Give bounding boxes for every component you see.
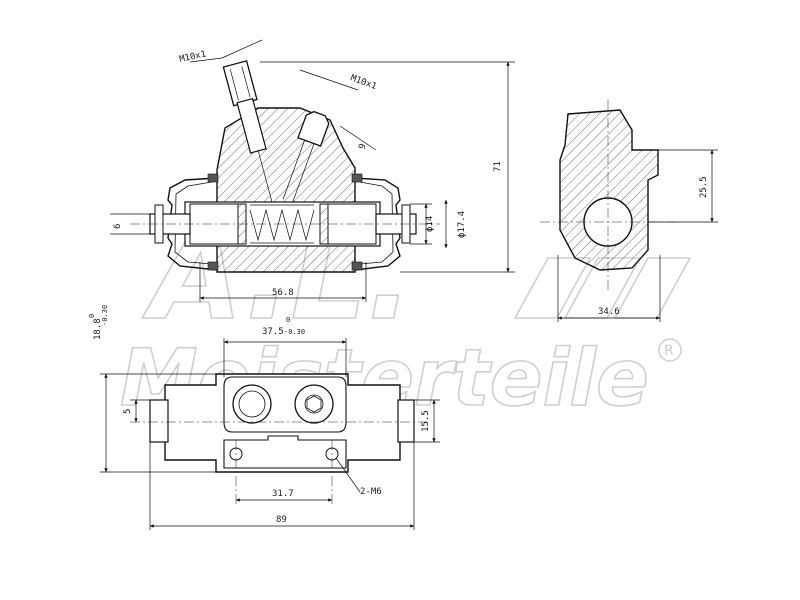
dim-bolt-callout: 2-M6 <box>360 487 382 497</box>
dim-right-height: 15.5 <box>421 410 431 432</box>
dim-bore-14: ϕ14 <box>425 216 435 232</box>
dim-hole-spacing: 31.7 <box>272 489 294 499</box>
dim-flange-height-tol-bottom: -0.30 <box>101 305 109 326</box>
dim-bottom-width: 56.8 <box>272 288 294 298</box>
dim-side-height: 25.5 <box>699 176 709 198</box>
dim-flange-width: 37.5 <box>262 327 284 337</box>
bleed-screw <box>222 60 273 203</box>
dim-thread-outer: M10x1 <box>179 50 208 65</box>
cylinder-body <box>216 107 356 273</box>
dim-thread-inner: M10x1 <box>349 73 378 92</box>
dim-flange-height-tol-top: 0 <box>88 314 96 318</box>
dim-flange-width-tol-top: 0 <box>286 316 290 324</box>
watermark-registered-letter: R <box>664 343 674 359</box>
dim-left-offset: 5 <box>123 409 133 414</box>
side-body <box>559 109 659 271</box>
inlet-port <box>282 110 330 203</box>
side-view: 25.5 34.6 <box>540 100 718 322</box>
dim-angle-small: 9 <box>357 143 368 152</box>
plan-left-stub <box>149 399 169 443</box>
dim-left-stub: 6 <box>113 224 123 229</box>
dim-overall-height: 71 <box>493 161 503 172</box>
dim-side-width: 34.6 <box>598 307 620 317</box>
plan-view: 18.8 0 -0.30 37.5 0 -0.30 5 15.5 31.7 2-… <box>88 305 440 530</box>
return-spring <box>249 208 315 242</box>
dim-bore-17-4: ϕ17.4 <box>457 211 467 238</box>
dim-flange-width-tol-bottom: -0.30 <box>284 328 305 336</box>
plan-right-stub <box>397 399 415 443</box>
dim-flange-height: 18.8 <box>93 318 103 340</box>
watermark-registered-mark: R <box>658 338 682 362</box>
section-view: M10x1 M10x1 9 71 6 ϕ14 ϕ17.4 56.8 <box>110 39 515 302</box>
dim-total-length: 89 <box>276 515 287 525</box>
